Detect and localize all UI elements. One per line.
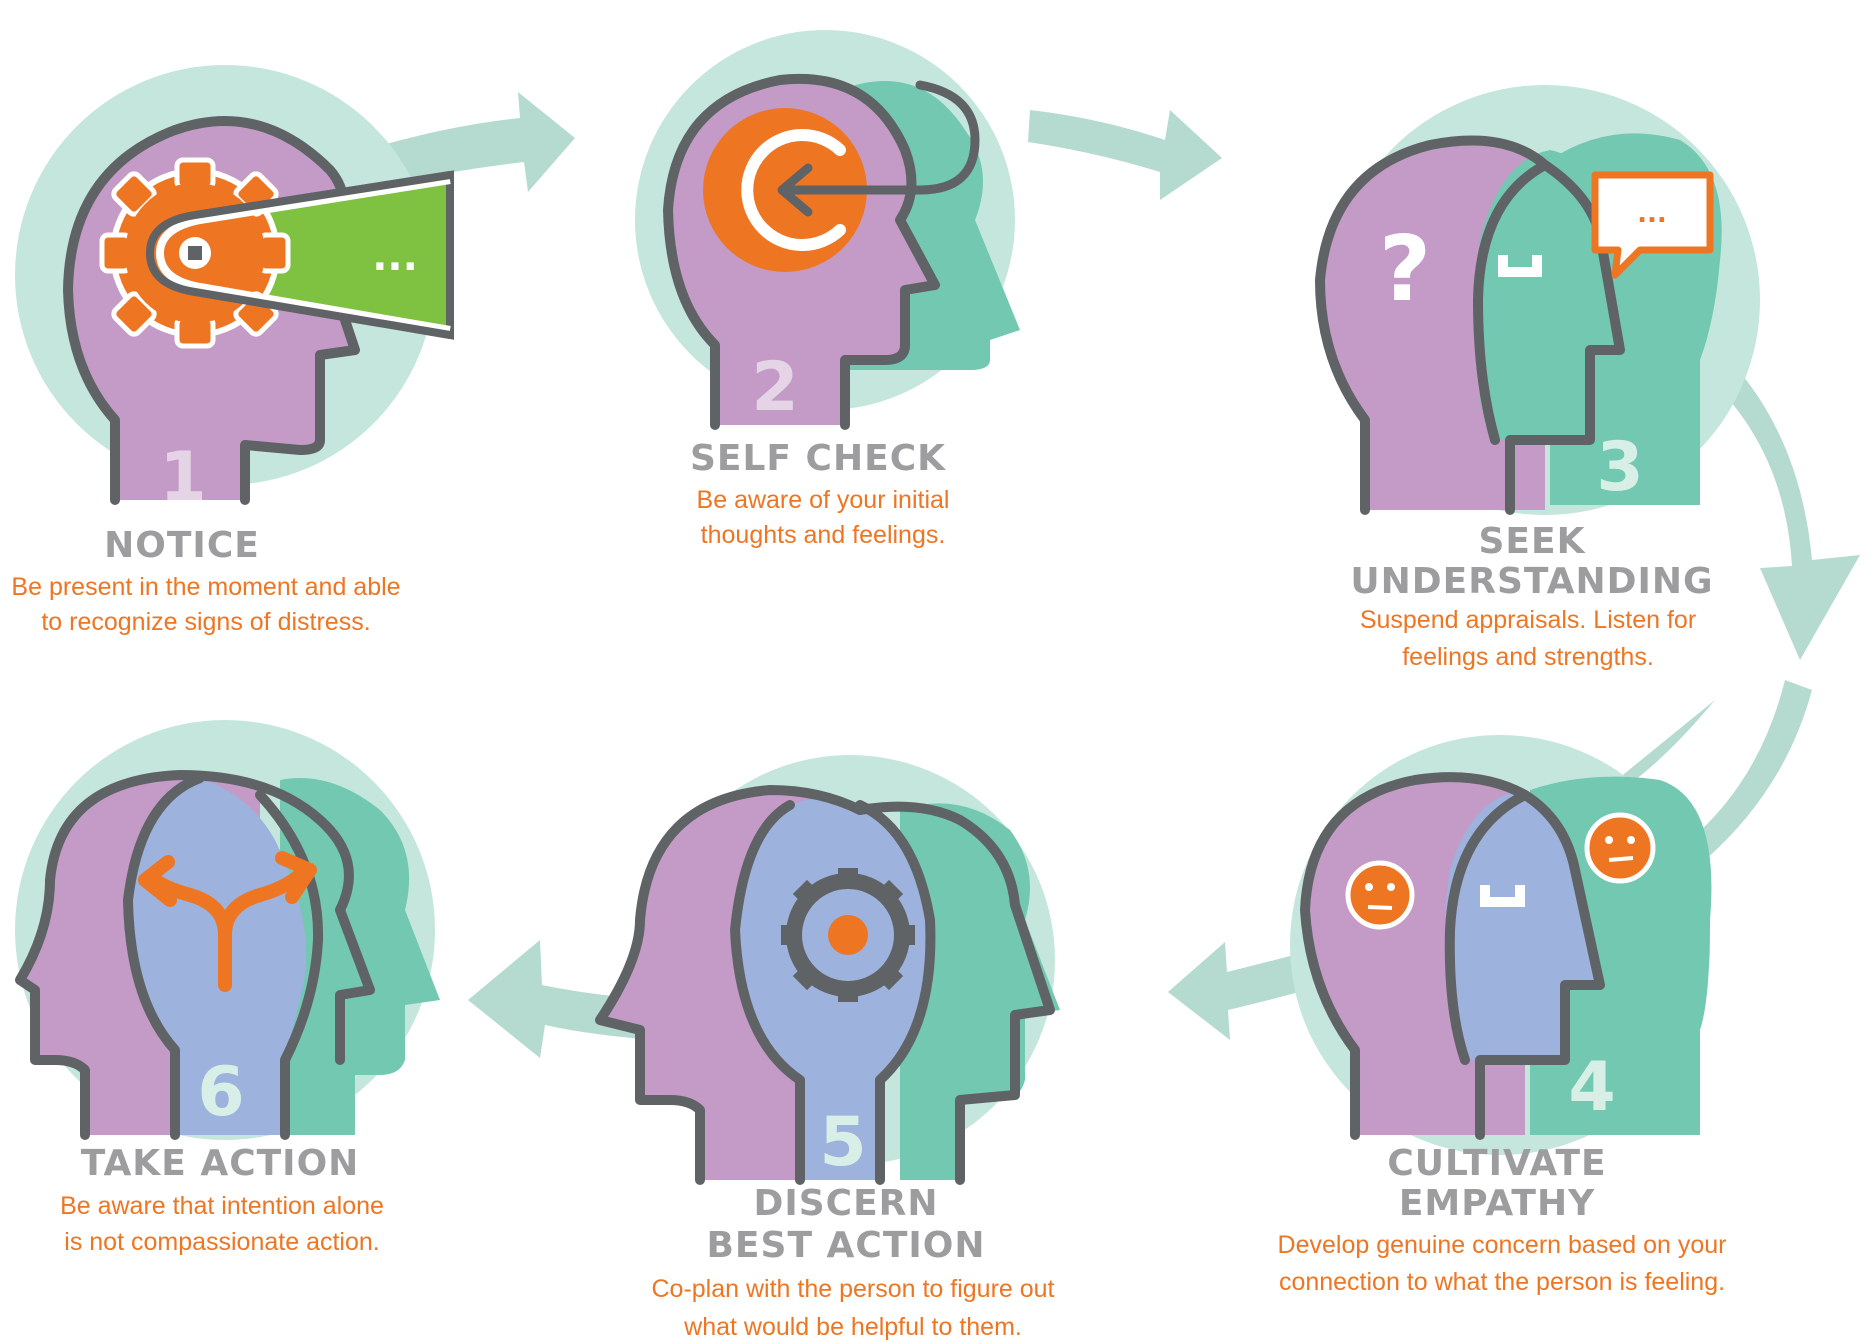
head-outline bbox=[63, 116, 360, 505]
step-3-label: SEEK UNDERSTANDING Suspend appraisals. L… bbox=[1350, 521, 1713, 671]
step-title-line-2: BEST ACTION bbox=[706, 1225, 985, 1266]
concerned-face-icon bbox=[1584, 812, 1656, 884]
step-desc-line-2: thoughts and feelings. bbox=[701, 521, 946, 549]
step-title-line-2: UNDERSTANDING bbox=[1350, 561, 1713, 602]
listening-bracket-icon bbox=[1498, 255, 1542, 277]
step-number: 3 bbox=[1596, 428, 1643, 507]
face-teal bbox=[1475, 150, 1620, 440]
face-outline bbox=[1444, 790, 1530, 1065]
arrow-3-to-4 bbox=[1700, 350, 1860, 660]
step-number: 2 bbox=[751, 348, 798, 427]
svg-text:...: ... bbox=[1637, 199, 1667, 229]
gear-icon bbox=[99, 157, 451, 349]
bulb-outline bbox=[123, 773, 205, 1140]
arrow-3-4-curve bbox=[1690, 680, 1812, 860]
bulb-outline-right bbox=[855, 800, 1055, 1185]
step-title-line-2: EMPATHY bbox=[1399, 1183, 1595, 1224]
loop-line bbox=[785, 80, 980, 195]
head-outline bbox=[1315, 135, 1625, 515]
notice-dots-icon: ... bbox=[372, 234, 418, 280]
step-number: 6 bbox=[197, 1053, 244, 1132]
step-title-line-1: CULTIVATE bbox=[1387, 1143, 1606, 1184]
face-outline bbox=[1473, 160, 1550, 445]
question-mark-icon: ? bbox=[1379, 217, 1431, 322]
step-title: NOTICE bbox=[104, 525, 260, 566]
listening-bracket-icon bbox=[1480, 885, 1525, 907]
step-5-head-icon: 5 bbox=[595, 785, 1060, 1185]
cycle-arrows bbox=[365, 92, 1860, 1058]
arrow-2-to-3 bbox=[1028, 110, 1222, 200]
diverging-arrows-icon bbox=[138, 851, 317, 992]
step-1-head-icon: ... 1 bbox=[63, 116, 454, 517]
step-title-line-1: DISCERN bbox=[753, 1183, 938, 1224]
step-number: 5 bbox=[819, 1103, 866, 1182]
step-number: 1 bbox=[159, 438, 206, 517]
step-desc-line-2: to recognize signs of distress. bbox=[41, 608, 370, 636]
arrow-head bbox=[777, 163, 813, 217]
bulb-outline-right bbox=[255, 790, 324, 1140]
step-desc-line-1: Be aware of your initial bbox=[697, 486, 950, 514]
head-outline bbox=[1300, 772, 1605, 1140]
step-1-label: NOTICE Be present in the moment and able… bbox=[11, 525, 400, 636]
step-4-label: CULTIVATE EMPATHY Develop genuine concer… bbox=[1278, 1143, 1727, 1296]
return-arrow-icon bbox=[741, 129, 846, 251]
neutral-face-icon bbox=[1345, 860, 1415, 930]
step-number: 4 bbox=[1568, 1048, 1615, 1127]
head-outline bbox=[15, 770, 375, 1140]
step-2-label: SELF CHECK Be aware of your initial thou… bbox=[690, 438, 949, 549]
bulb-outline bbox=[730, 800, 805, 1185]
step-desc-line-2: is not compassionate action. bbox=[64, 1228, 379, 1256]
step-4-head-icon: 4 bbox=[1300, 772, 1712, 1140]
step-desc-line-1: Be present in the moment and able bbox=[11, 573, 400, 601]
step-desc-line-2: feelings and strengths. bbox=[1402, 643, 1654, 671]
head-outline bbox=[663, 73, 940, 430]
step-title-line-1: SEEK bbox=[1478, 521, 1585, 562]
head-outline bbox=[595, 785, 865, 1185]
step-desc-line-2: what would be helpful to them. bbox=[683, 1313, 1022, 1341]
speech-bubble-icon: ... bbox=[1591, 171, 1714, 279]
step-6-label: TAKE ACTION Be aware that intention alon… bbox=[60, 1143, 384, 1256]
arrow-5-to-6 bbox=[468, 940, 655, 1058]
step-title: SELF CHECK bbox=[690, 438, 946, 479]
arrow-1-to-2 bbox=[365, 92, 575, 192]
step-desc-line-1: Co-plan with the person to figure out bbox=[651, 1275, 1054, 1303]
arrow-4-to-5b bbox=[1168, 942, 1325, 1040]
step-6-head-icon: 6 bbox=[15, 770, 440, 1140]
step-desc-line-1: Develop genuine concern based on your bbox=[1278, 1231, 1727, 1259]
step-5-label: DISCERN BEST ACTION Co-plan with the per… bbox=[651, 1183, 1054, 1341]
step-desc-line-2: connection to what the person is feeling… bbox=[1279, 1268, 1725, 1296]
step-desc-line-1: Suspend appraisals. Listen for bbox=[1360, 606, 1696, 634]
step-desc-line-1: Be aware that intention alone bbox=[60, 1192, 384, 1220]
gear-icon bbox=[781, 868, 915, 1002]
step-3-head-icon: ? ... 3 bbox=[1315, 133, 1722, 515]
step-2-head-icon: 2 bbox=[663, 73, 1020, 430]
step-title: TAKE ACTION bbox=[81, 1143, 360, 1184]
